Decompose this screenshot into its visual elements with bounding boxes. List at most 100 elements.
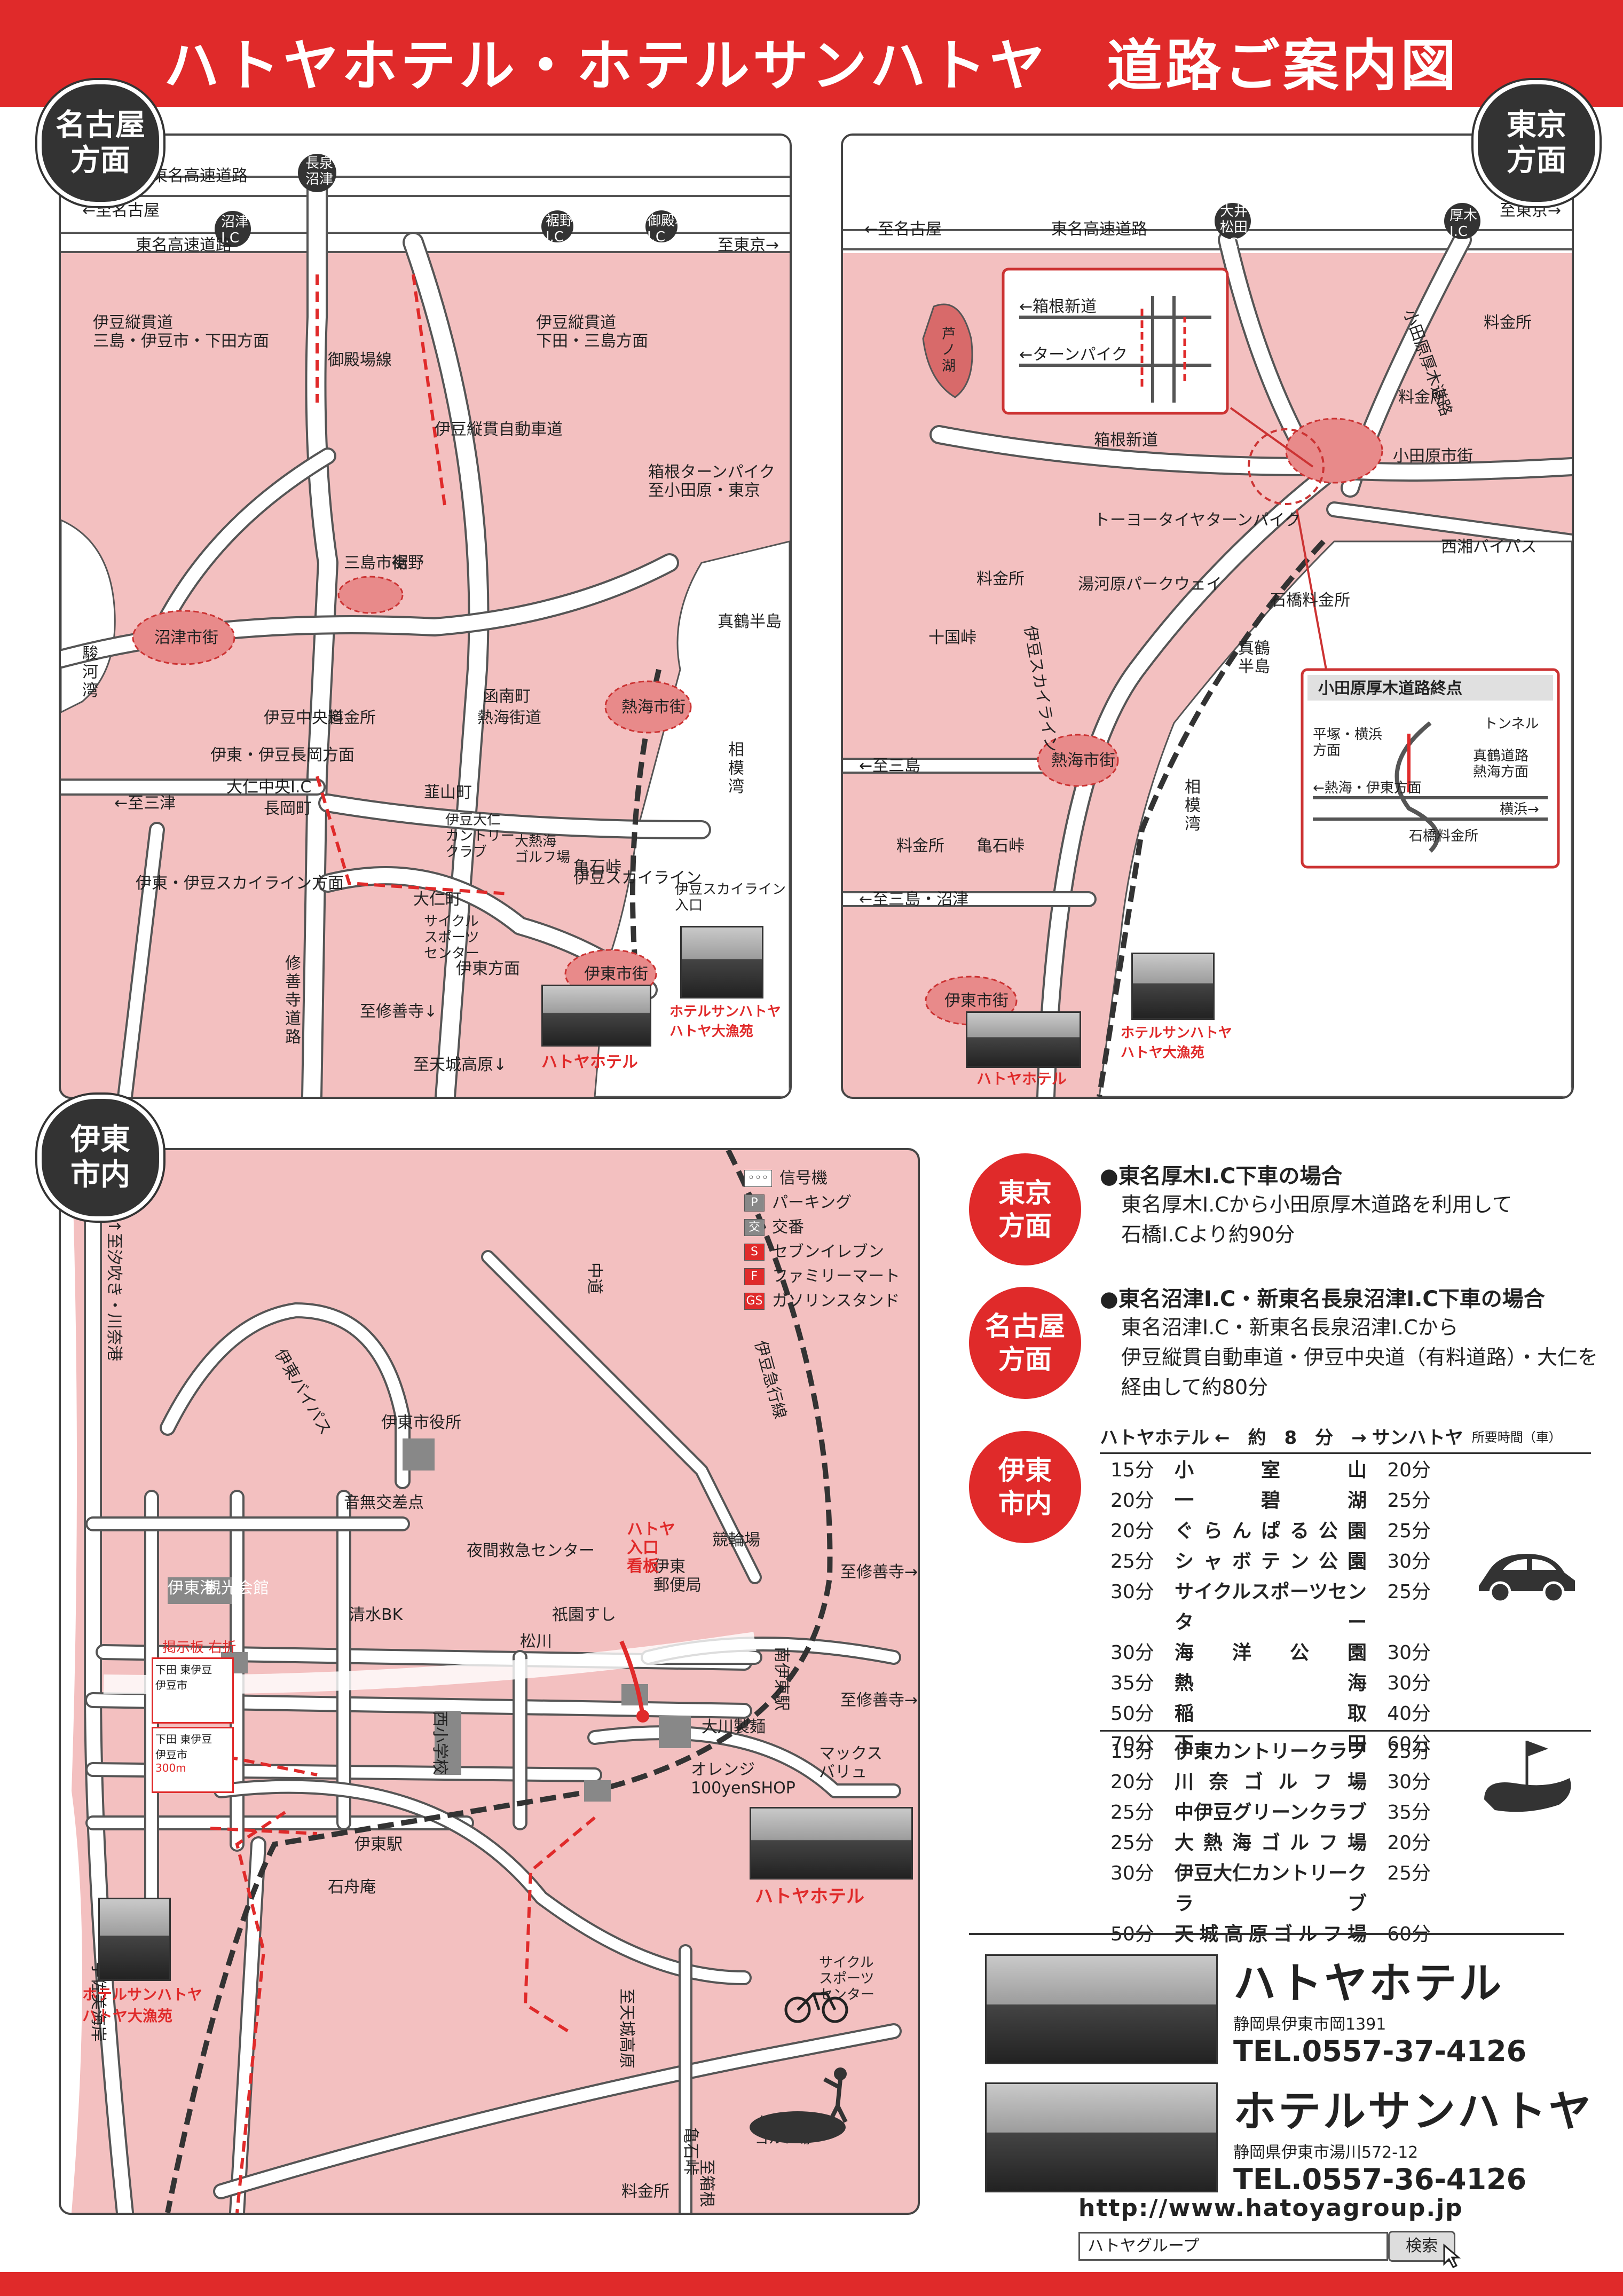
- ito-hatoya-hotel-caption: ハトヤホテル: [755, 1886, 865, 1907]
- sign-destination: 下田 東伊豆 伊豆市: [155, 1663, 212, 1692]
- izu-skyline-entry-label: 伊豆スカイライン入口: [675, 882, 786, 914]
- ito-port-label: 伊東港: [168, 1579, 216, 1598]
- izu-skyline-label: 伊豆スカイライン: [573, 869, 702, 887]
- golfer-icon: [750, 2067, 848, 2143]
- toyo-tire-label: トーヨータイヤターンパイク: [1094, 511, 1301, 530]
- numazu-label: 沼津市街: [154, 628, 218, 647]
- cursor-icon: [1443, 2243, 1461, 2268]
- search-input[interactable]: ハトヤグループ: [1078, 2232, 1388, 2261]
- maxvalu-label: マックスバリュ: [819, 1744, 883, 1782]
- ohito-ic-label: 大仁中央I.C: [226, 778, 311, 797]
- oatami-golf-label: 大熱海ゴルフ場: [515, 834, 570, 866]
- title-banner: ハトヤホテル・ホテルサンハトヤ 道路ご案内図: [0, 0, 1623, 107]
- to-amagi-label: 至天城高原: [617, 1988, 636, 2069]
- hotel-address: 静岡県伊東市岡1391: [1233, 2015, 1386, 2034]
- ishibashi-toll-label: 石橋料金所: [1270, 591, 1350, 610]
- golf-flag-icon: [1484, 1741, 1571, 1812]
- to-sanzu-label: ←至三津: [114, 794, 176, 813]
- ito-post-label: 伊東郵便局: [653, 1558, 702, 1595]
- header-mid: ← 約 8 分 →: [1215, 1427, 1367, 1449]
- atami-ito-label: ←熱海・伊東方面: [1313, 780, 1422, 796]
- izu-skyline-dir-label: 伊東・伊豆スカイライン方面: [136, 874, 344, 893]
- familymart-icon: F: [744, 1268, 765, 1285]
- sign-destination: 下田 東伊豆 伊豆市: [155, 1733, 212, 1761]
- mishima-city: [337, 576, 404, 614]
- to-nagoya-label: ←至名古屋: [864, 220, 942, 239]
- ishibashi-toll-inset-label: 石橋料金所: [1409, 828, 1478, 844]
- website-url[interactable]: http://www.hatoyagroup.jp: [1078, 2195, 1463, 2222]
- hatoya-hotel-info: ハトヤホテル 静岡県伊東市岡1391 TEL.0557-37-4126: [1233, 1949, 1526, 2068]
- okawa-seimen-label: 大川製麺: [702, 1718, 766, 1736]
- ito-badge: 伊東 市内: [37, 1095, 163, 1221]
- odawara-city: [1285, 418, 1383, 484]
- legend-row: F ファミリーマート: [744, 1264, 900, 1289]
- jukkoku-label: 十国峠: [928, 628, 976, 647]
- page-title: ハトヤホテル・ホテルサンハトヤ 道路ご案内図: [163, 33, 1460, 98]
- ito-station-label: 伊東駅: [354, 1835, 403, 1854]
- legend-label: セブンイレブン: [772, 1243, 884, 1261]
- izu-ohito-cc-label: 伊豆大仁カントリークラブ: [445, 812, 515, 860]
- onmu-label: 音無交差点: [344, 1493, 424, 1512]
- legend-row: ◦◦◦ 信号機: [744, 1166, 900, 1191]
- direction-sign-1: 下田 東伊豆 伊豆市: [152, 1657, 234, 1724]
- to-mishima-label: ←至三島: [859, 757, 920, 775]
- tokyo-route-line: 石橋I.Cより約90分: [1121, 1223, 1295, 1246]
- mishima-label: 三島市街: [344, 554, 408, 572]
- kameishi-label: 亀石峠: [573, 858, 621, 877]
- header-right: サンハトヤ: [1372, 1427, 1463, 1449]
- gas-station-icon: GS: [744, 1293, 765, 1310]
- legend-label: 信号機: [779, 1169, 828, 1188]
- ashinoko-label: 芦ノ湖: [942, 326, 956, 374]
- izu-kyuko-railway: [165, 1150, 833, 2213]
- car-icon: [1479, 1554, 1575, 1603]
- matsukawa-label: 松川: [520, 1632, 552, 1651]
- nirayama-label: 韮山町: [424, 783, 472, 802]
- tokyo-route-text: ●東名厚木I.C下車の場合 東名厚木I.Cから小田原厚木道路を利用して 石橋I.…: [1100, 1159, 1580, 1249]
- yokohama-label: 横浜→: [1500, 801, 1539, 817]
- bottom-bar: [0, 2272, 1623, 2296]
- sign-note-label: 掲示板 右折: [162, 1640, 236, 1656]
- nishi-elem-label: 西小学校: [430, 1711, 449, 1775]
- legend-row: 交交番: [744, 1215, 900, 1240]
- seisho-label: 西湘バイパス: [1441, 538, 1537, 556]
- sun-hatoya-photo: [985, 2082, 1218, 2192]
- tollgate-label: 料金所: [621, 2182, 669, 2201]
- ito-route-badge: 伊東 市内: [969, 1431, 1081, 1543]
- travel-time-header: ハトヤホテル ← 約 8 分 → サンハトヤ 所要時間（車）: [1100, 1423, 1591, 1454]
- hotel-tel: TEL.0557-37-4126: [1233, 2034, 1527, 2068]
- police-icon: 交: [744, 1219, 765, 1236]
- tokyo-hatoya-hotel-photo: [966, 1011, 1081, 1068]
- kannami-label: 函南町: [483, 687, 531, 706]
- ito-sun-hatoya-photo: [98, 1898, 171, 1981]
- manazuru-label: 真鶴半島: [1238, 639, 1270, 677]
- signal-icon: ◦◦◦: [744, 1170, 772, 1187]
- hakone-turnpike-label: 箱根ターンパイク至小田原・東京: [648, 463, 775, 500]
- legend-label: ファミリーマート: [772, 1267, 900, 1286]
- ito-city-label: 伊東市街: [944, 992, 1009, 1010]
- numazu-city: [132, 610, 235, 665]
- ito-map-panel: ↑至汐吹き・川奈港 伊東バイパス 伊東市役所 音無交差点 夜間救急センター 伊東…: [59, 1148, 920, 2215]
- hotel-tel: TEL.0557-36-4126: [1233, 2163, 1527, 2196]
- sun-hatoya-info: ホテルサンハトヤ 静岡県伊東市湯川572-12 TEL.0557-36-4126: [1233, 2077, 1593, 2196]
- nagaizumi-ic-label: 長泉沼津: [305, 155, 333, 187]
- hatoya-hotel-photo: [985, 1954, 1218, 2064]
- header-note: 所要時間（車）: [1471, 1430, 1562, 1445]
- nagoya-route-badge: 名古屋 方面: [969, 1287, 1081, 1399]
- ito-city-label: 伊東市街: [584, 965, 648, 984]
- ito-bypass-label: 伊東バイパス: [271, 1346, 335, 1438]
